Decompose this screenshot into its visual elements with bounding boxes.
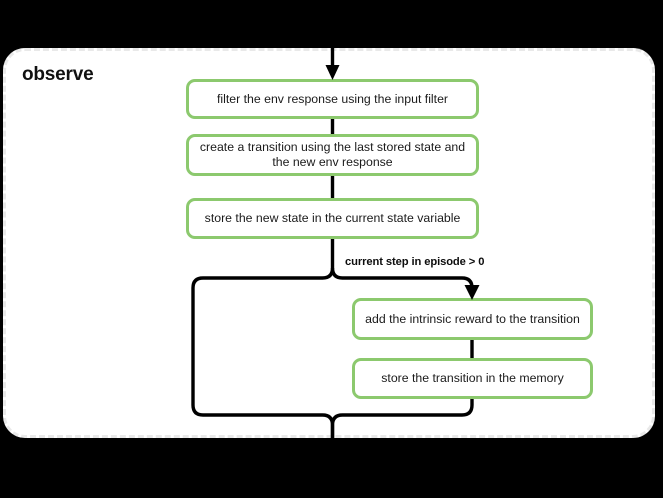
node-filter-env-response[interactable]: filter the env response using the input … <box>186 79 479 119</box>
node-label: add the intrinsic reward to the transiti… <box>365 311 580 326</box>
node-label: create a transition using the last store… <box>199 140 466 169</box>
node-create-transition[interactable]: create a transition using the last store… <box>186 134 479 176</box>
node-add-intrinsic-reward[interactable]: add the intrinsic reward to the transiti… <box>352 298 593 340</box>
node-store-new-state[interactable]: store the new state in the current state… <box>186 198 479 239</box>
group-title-observe: observe <box>22 64 94 85</box>
node-label: filter the env response using the input … <box>216 91 449 106</box>
node-label: store the transition in the memory <box>381 371 564 385</box>
edge-label-branch-condition: current step in episode > 0 <box>345 256 485 268</box>
node-store-transition-memory[interactable]: store the transition in the memory <box>352 358 593 399</box>
node-label: store the new state in the current state… <box>204 211 461 225</box>
